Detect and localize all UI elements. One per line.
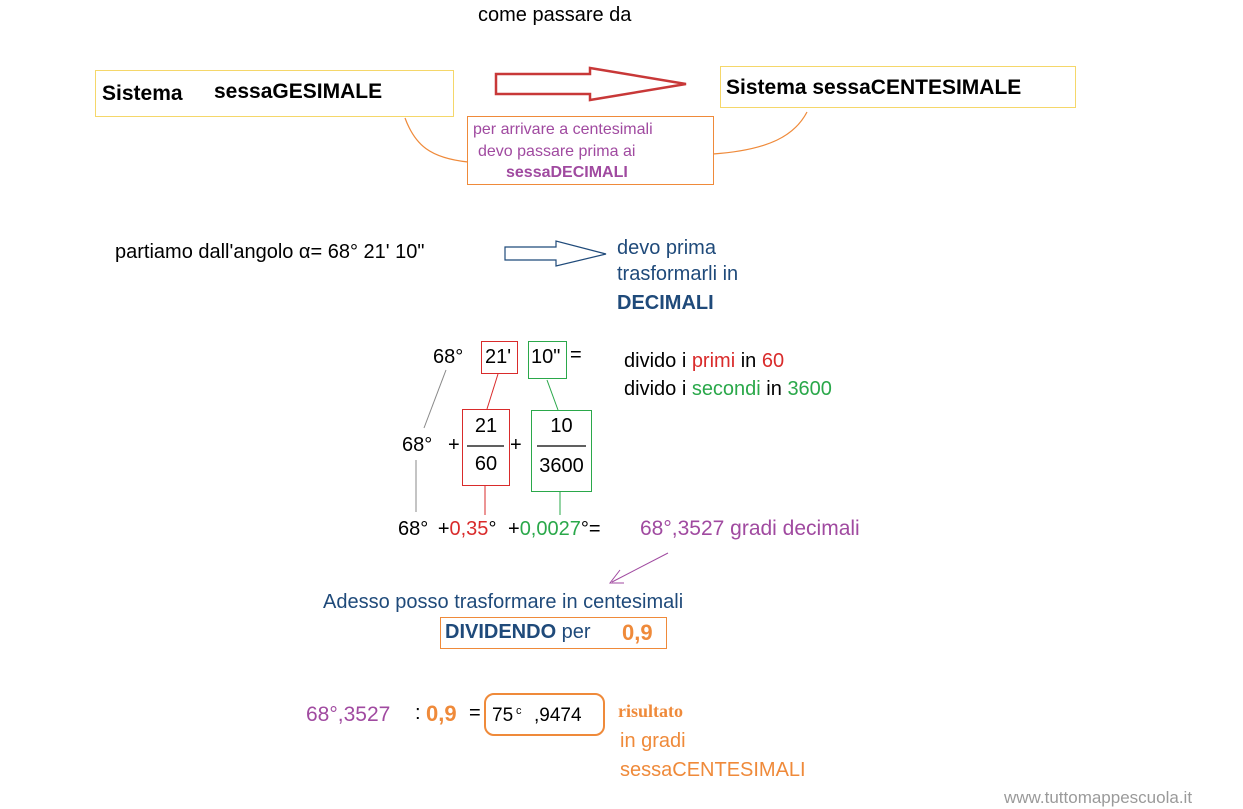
convert-note-line-3: DECIMALI xyxy=(617,292,714,314)
red-arrow-icon xyxy=(494,66,687,102)
convert-note-line-2: trasformarli in xyxy=(617,263,739,285)
final-result-dec: ,9474 xyxy=(534,705,582,726)
note-line-3: sessaDECIMALI xyxy=(506,164,628,181)
final-result-box: 75 c ,9474 xyxy=(484,693,605,736)
target-system-label: Sistema sessaCENTESIMALE xyxy=(726,76,1022,99)
final-result-sup: c xyxy=(516,705,522,717)
angle-equals: = xyxy=(570,344,582,366)
seconds-box: 10" xyxy=(528,341,567,379)
target-system-box: Sistema sessaCENTESIMALE xyxy=(720,66,1076,108)
rule-seconds: divido i secondi in 3600 xyxy=(624,378,832,401)
dividend-per: per xyxy=(556,621,591,643)
angle-degrees: 68° xyxy=(433,346,464,368)
primes-connector-top xyxy=(486,373,499,410)
primes-fraction-box: 21 60 xyxy=(462,409,510,486)
rule-primes-divisor: 60 xyxy=(761,350,785,372)
rule-primes-word: primi xyxy=(691,350,736,372)
note-line-2: devo passare prima ai xyxy=(478,143,636,160)
rule-primes: divido i primi in 60 xyxy=(624,350,784,373)
source-system-word: Sistema xyxy=(102,82,183,105)
dividend-text: DIVIDENDO per xyxy=(445,621,591,644)
note-connector-right xyxy=(712,111,808,155)
source-system-box: Sistema sessaGESIMALE xyxy=(95,70,454,117)
rule-seconds-text-a: divido i xyxy=(624,378,692,400)
note-line-1: per arrivare a centesimali xyxy=(473,121,653,138)
degrees-connector xyxy=(423,369,447,429)
seconds-numerator: 10 xyxy=(550,415,573,437)
rule-primes-text-a: divido i xyxy=(624,350,692,372)
decimal-seconds: 0,0027 xyxy=(519,518,581,540)
primes-denominator: 60 xyxy=(474,453,498,475)
hollow-arrow-icon xyxy=(504,240,607,267)
page-title: come passare da xyxy=(478,4,632,26)
decimal-result: 68°,3527 gradi decimali xyxy=(640,517,860,540)
seconds-connector-top xyxy=(546,379,559,411)
decimal-primes: 0,35 xyxy=(449,518,489,540)
decimal-plus-1: + xyxy=(437,518,450,540)
result-note-line-3: sessaCENTESIMALI xyxy=(620,759,806,781)
final-colon: : xyxy=(415,702,421,724)
final-result-main: 75 xyxy=(492,705,514,726)
start-label: partiamo dall'angolo α= 68° 21' 10" xyxy=(115,241,425,263)
final-decimal: 68°,3527 xyxy=(306,703,391,726)
fraction-plus-2: + xyxy=(510,434,522,456)
purple-arrow-icon xyxy=(611,552,669,583)
primes-box: 21' xyxy=(481,341,518,374)
next-step-line-1: Adesso posso trasformare in centesimali xyxy=(323,591,684,613)
final-divisor: 0,9 xyxy=(426,701,457,726)
rule-primes-text-c: in xyxy=(735,350,762,372)
final-equals: = xyxy=(469,702,481,724)
fraction-plus-1: + xyxy=(448,434,460,456)
seconds-denominator: 3600 xyxy=(539,455,584,477)
decimal-deg-1: ° xyxy=(488,518,497,540)
angle-seconds: 10" xyxy=(531,346,561,368)
rule-seconds-divisor: 3600 xyxy=(787,378,832,400)
seconds-fraction-box: 10 3600 xyxy=(531,410,592,492)
decimal-plus-2: + xyxy=(508,518,520,540)
source-system-name: sessaGESIMALE xyxy=(214,80,383,103)
fraction-degrees: 68° xyxy=(402,434,433,456)
primes-numerator: 21 xyxy=(474,415,498,437)
note-connector-left xyxy=(404,117,469,163)
watermark: www.tuttomappescuola.it xyxy=(1004,788,1193,807)
dividend-bold: DIVIDENDO xyxy=(445,621,557,643)
decimal-row: 68° +0,35° +0,0027°= xyxy=(398,518,601,541)
rule-seconds-word: secondi xyxy=(691,378,761,400)
note-box: per arrivare a centesimali devo passare … xyxy=(467,116,714,185)
angle-primes: 21' xyxy=(485,346,512,368)
rule-seconds-text-c: in xyxy=(760,378,788,400)
decimal-degrees: 68° xyxy=(398,518,429,540)
convert-note-line-1: devo prima xyxy=(617,237,716,259)
dividend-box: DIVIDENDO per 0,9 xyxy=(440,617,667,649)
result-note-line-1: risultato xyxy=(618,701,683,721)
decimal-deg-2: °= xyxy=(580,518,601,540)
dividend-divisor: 0,9 xyxy=(622,620,653,645)
result-note-line-2: in gradi xyxy=(620,730,686,752)
